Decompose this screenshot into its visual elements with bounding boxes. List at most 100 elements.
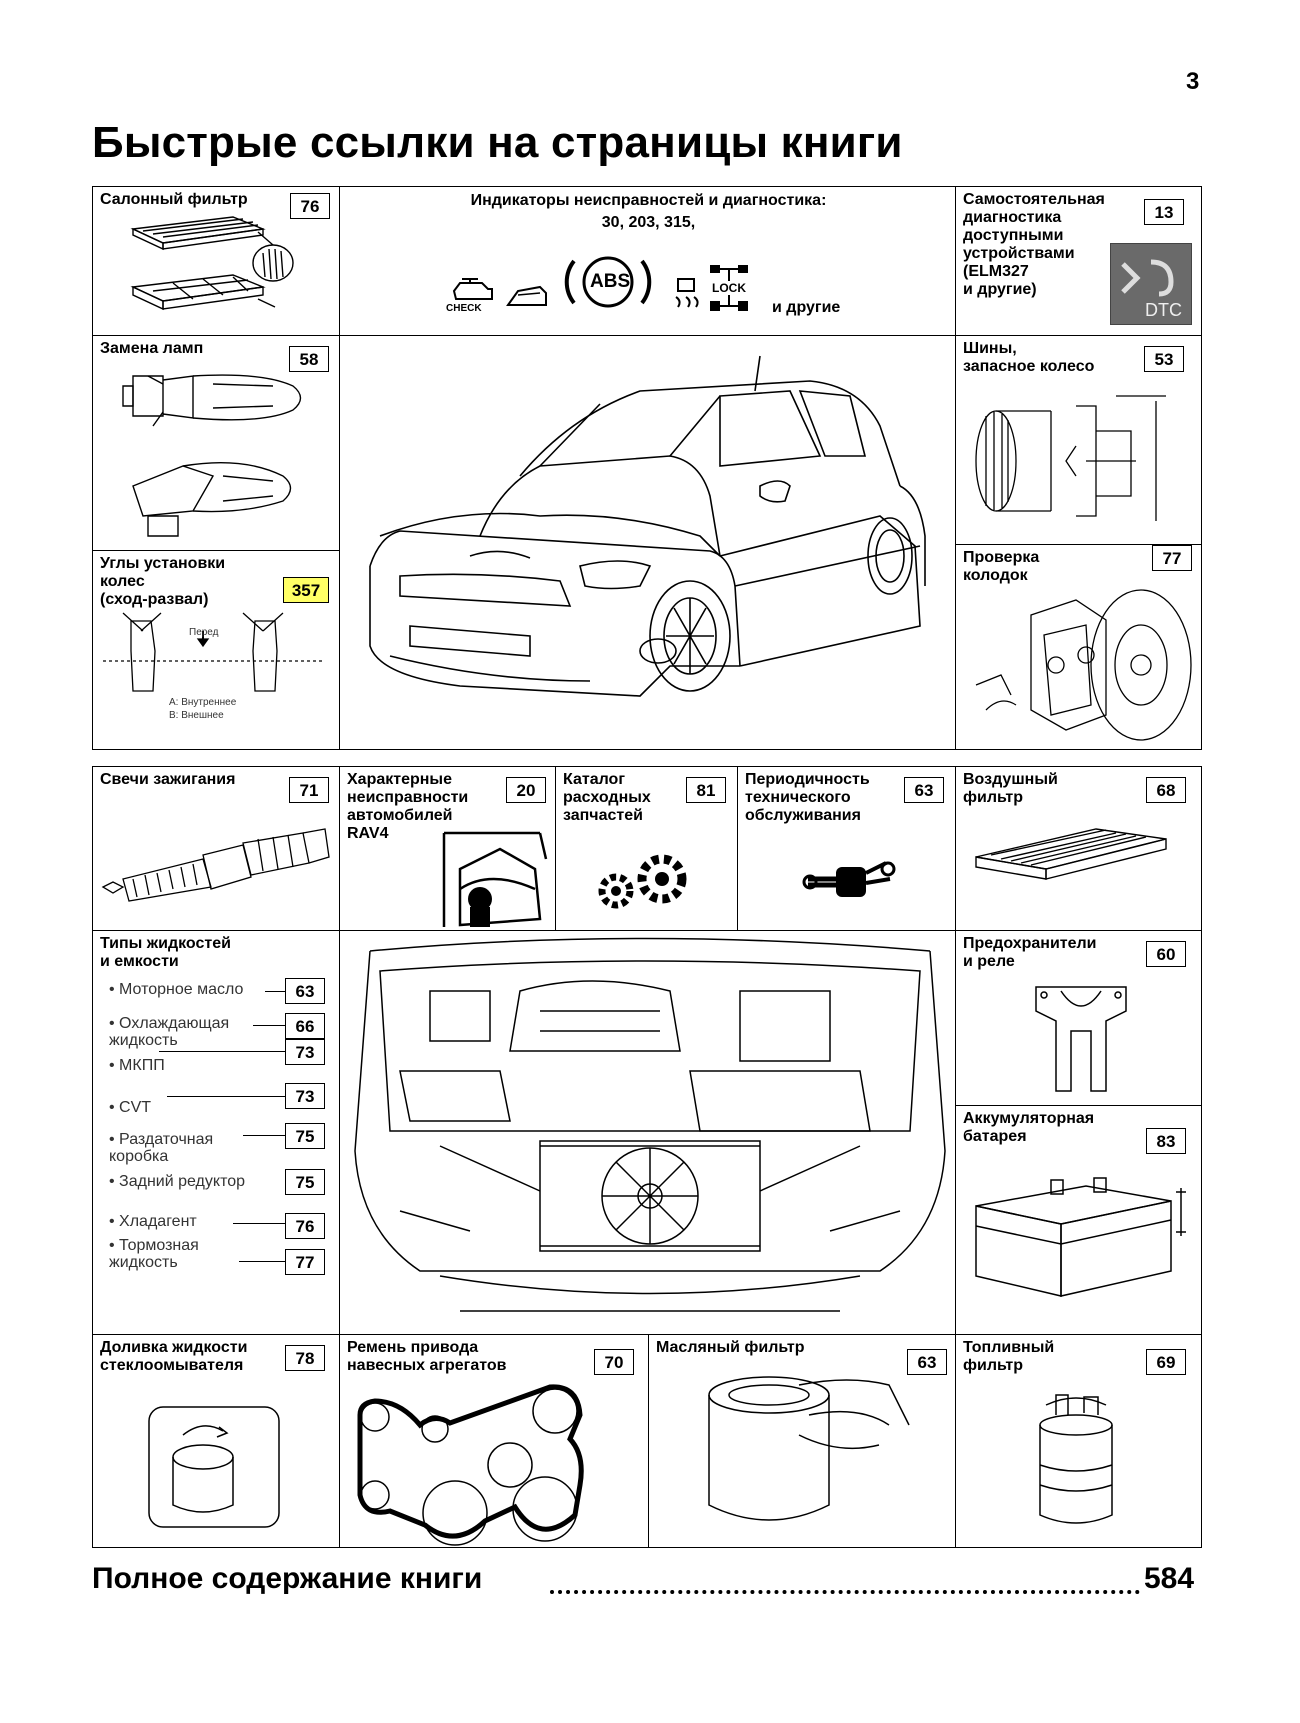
cell-brake-pads[interactable]: Проверка колодок 77 bbox=[955, 544, 1202, 750]
leader-line bbox=[265, 991, 285, 992]
fluid-page[interactable]: 66 bbox=[285, 1013, 325, 1039]
oil-filter-page[interactable]: 63 bbox=[907, 1349, 947, 1375]
cell-diagnostics[interactable]: Индикаторы неисправностей и диагностика:… bbox=[339, 186, 956, 336]
fluid-item[interactable]: • Задний редуктор bbox=[109, 1173, 246, 1190]
spark-plug-illustration bbox=[93, 767, 341, 932]
lock-label: LOCK bbox=[712, 281, 746, 295]
others-label: и другие bbox=[772, 299, 841, 316]
catalog-page[interactable]: 81 bbox=[686, 777, 726, 803]
cell-engine-bay bbox=[339, 930, 956, 1335]
tires-label: Шины, запасное колесо bbox=[963, 340, 1095, 375]
cell-alignment[interactable]: Углы установки колес (сход-развал) 357 П… bbox=[92, 550, 340, 750]
belt-page[interactable]: 70 bbox=[594, 1349, 634, 1375]
cell-tires[interactable]: Шины, запасное колесо 53 bbox=[955, 335, 1202, 545]
fluid-page[interactable]: 75 bbox=[285, 1123, 325, 1149]
lamps-page[interactable]: 58 bbox=[289, 346, 329, 372]
fluid-page[interactable]: 73 bbox=[285, 1039, 325, 1065]
lamp-bulb-illustration bbox=[93, 336, 341, 552]
self-diag-label: Самостоятельная диагностика доступными у… bbox=[963, 191, 1105, 298]
maintenance-page[interactable]: 63 bbox=[904, 777, 944, 803]
air-filter-label: Воздушный фильтр bbox=[963, 771, 1058, 806]
front-label: Перед bbox=[189, 627, 219, 638]
fuel-filter-label: Топливный фильтр bbox=[963, 1339, 1055, 1374]
fluid-page[interactable]: 63 bbox=[285, 978, 325, 1004]
leader-line bbox=[159, 1051, 285, 1052]
footer-page[interactable]: 584 bbox=[1144, 1562, 1195, 1595]
fuses-page[interactable]: 60 bbox=[1146, 941, 1186, 967]
fluid-page[interactable]: 73 bbox=[285, 1083, 325, 1109]
cell-self-diagnostics[interactable]: Самостоятельная диагностика доступными у… bbox=[955, 186, 1202, 336]
cell-spark-plugs[interactable]: Свечи зажигания 71 bbox=[92, 766, 340, 931]
cell-belt[interactable]: Ремень привода навесных агрегатов 70 bbox=[339, 1334, 649, 1548]
lamps-label: Замена ламп bbox=[100, 340, 204, 357]
cell-fluids[interactable]: Типы жидкостей и емкости • Моторное масл… bbox=[92, 930, 340, 1335]
air-filter-illustration bbox=[956, 767, 1203, 932]
spark-plugs-page[interactable]: 71 bbox=[289, 777, 329, 803]
fluid-item[interactable]: • Раздаточная коробка bbox=[109, 1131, 214, 1165]
leader-line bbox=[253, 1025, 285, 1026]
alignment-page[interactable]: 357 bbox=[283, 577, 329, 603]
battery-page[interactable]: 83 bbox=[1146, 1128, 1186, 1154]
battery-label: Аккумуляторная батарея bbox=[963, 1110, 1095, 1145]
dtc-icon: DTC bbox=[1110, 243, 1192, 325]
washer-cap-illustration bbox=[93, 1335, 341, 1549]
washer-page[interactable]: 78 bbox=[285, 1345, 325, 1371]
check-engine-icon bbox=[448, 273, 498, 309]
belt-label: Ремень привода навесных агрегатов bbox=[347, 1339, 507, 1374]
check-label: CHECK bbox=[446, 303, 482, 314]
fuel-filter-page[interactable]: 69 bbox=[1146, 1349, 1186, 1375]
cabin-filter-page[interactable]: 76 bbox=[290, 193, 330, 219]
oil-filter-label: Масляный фильтр bbox=[656, 1339, 805, 1356]
cell-fuel-filter[interactable]: Топливный фильтр 69 bbox=[955, 1334, 1202, 1548]
wrench-hand-icon bbox=[806, 853, 896, 897]
alignment-diagram bbox=[93, 551, 341, 751]
cell-maintenance[interactable]: Периодичность технического обслуживания … bbox=[737, 766, 956, 931]
fluid-page[interactable]: 77 bbox=[285, 1249, 325, 1275]
fluid-item[interactable]: • CVT bbox=[109, 1099, 152, 1116]
cell-catalog[interactable]: Каталог расходных запчастей 81 bbox=[555, 766, 738, 931]
fluid-item[interactable]: • Хладагент bbox=[109, 1213, 197, 1230]
alignment-label: Углы установки колес (сход-развал) bbox=[100, 555, 226, 608]
tire-illustration bbox=[956, 336, 1203, 546]
oil-pressure-icon bbox=[506, 283, 550, 309]
fluids-label: Типы жидкостей и емкости bbox=[100, 935, 231, 970]
cell-lamps[interactable]: Замена ламп 58 bbox=[92, 335, 340, 551]
fluid-item[interactable]: • МКПП bbox=[109, 1057, 165, 1074]
brake-pads-label: Проверка колодок bbox=[963, 549, 1040, 584]
cell-oil-filter[interactable]: Масляный фильтр 63 bbox=[648, 1334, 956, 1548]
fluid-item[interactable]: • Моторное масло bbox=[109, 981, 244, 998]
footer-label[interactable]: Полное содержание книги bbox=[92, 1562, 483, 1595]
dtc-label: DTC bbox=[1145, 300, 1182, 320]
cell-air-filter[interactable]: Воздушный фильтр 68 bbox=[955, 766, 1202, 931]
catalog-label: Каталог расходных запчастей bbox=[563, 771, 651, 824]
cell-battery[interactable]: Аккумуляторная батарея 83 bbox=[955, 1105, 1202, 1335]
fuse-illustration bbox=[956, 931, 1203, 1107]
footer-dot-leader bbox=[550, 1590, 1140, 1594]
brake-caliper-illustration bbox=[956, 545, 1203, 751]
cell-features[interactable]: Характерные неисправности автомобилей RA… bbox=[339, 766, 556, 931]
cell-car-overview bbox=[339, 335, 956, 750]
car-illustration bbox=[340, 336, 957, 751]
air-filter-page[interactable]: 68 bbox=[1146, 777, 1186, 803]
cabin-filter-illustration bbox=[93, 187, 341, 337]
leader-line bbox=[167, 1096, 285, 1097]
fluid-page[interactable]: 75 bbox=[285, 1169, 325, 1195]
features-page[interactable]: 20 bbox=[506, 777, 546, 803]
diagnostics-pages[interactable]: 30, 203, 315, bbox=[601, 214, 696, 231]
self-diag-page[interactable]: 13 bbox=[1144, 199, 1184, 225]
fluid-item[interactable]: • Охлаждающая жидкость bbox=[109, 1015, 230, 1049]
page-number: 3 bbox=[1186, 68, 1200, 95]
fluid-item[interactable]: • Тормозная жидкость bbox=[109, 1237, 199, 1271]
tires-page[interactable]: 53 bbox=[1144, 346, 1184, 372]
cell-cabin-filter[interactable]: Салонный фильтр 76 bbox=[92, 186, 340, 336]
abs-icon bbox=[558, 247, 658, 317]
page-title: Быстрые ссылки на страницы книги bbox=[92, 118, 903, 167]
diagnostics-label: Индикаторы неисправностей и диагностика: bbox=[470, 192, 827, 209]
car-repair-icon bbox=[440, 829, 550, 927]
brake-pads-page[interactable]: 77 bbox=[1152, 545, 1192, 571]
cell-washer[interactable]: Доливка жидкости стеклоомывателя 78 bbox=[92, 1334, 340, 1548]
leader-line bbox=[233, 1223, 285, 1224]
cell-fuses[interactable]: Предохранители и реле 60 bbox=[955, 930, 1202, 1106]
fluid-page[interactable]: 76 bbox=[285, 1213, 325, 1239]
fuses-label: Предохранители и реле bbox=[963, 935, 1097, 970]
